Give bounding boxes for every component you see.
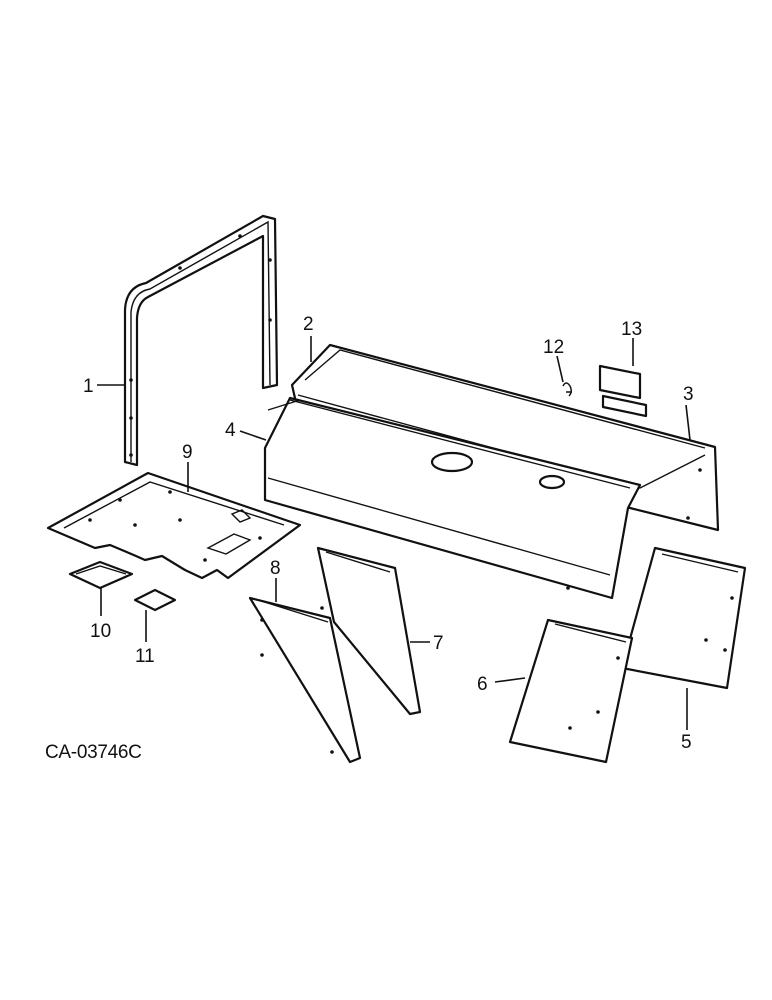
callout-3: 3: [683, 384, 694, 405]
reference-code: CA-03746C: [45, 742, 142, 763]
callout-2: 2: [303, 314, 314, 335]
part-12-clip: [562, 382, 572, 397]
callout-6: 6: [477, 674, 488, 695]
callout-8: 8: [270, 558, 281, 579]
callout-9: 9: [182, 442, 193, 463]
part-6-side-panel: [508, 618, 634, 764]
callout-10: 10: [90, 621, 111, 642]
part-7-side-panel: [316, 546, 422, 716]
part-5-side-panel: [620, 546, 747, 690]
part-13-decal: [598, 364, 648, 418]
callout-11: 11: [135, 646, 155, 667]
part-10-cover-plate: [68, 560, 134, 590]
callout-1: 1: [83, 376, 94, 397]
part-9-floor-plate: [46, 471, 302, 580]
callout-5: 5: [681, 732, 692, 753]
callout-12: 12: [543, 337, 564, 358]
leader-lines: [97, 336, 691, 730]
part-8-side-panel: [248, 596, 362, 764]
callout-labels: 1 2 3 4 5 6 7 8 9 10 11 12 13: [83, 314, 694, 753]
callout-4: 4: [225, 420, 236, 441]
callout-13: 13: [621, 319, 642, 340]
callout-7: 7: [433, 633, 444, 654]
part-4-rear-panel: [263, 396, 642, 600]
part-11-cover-plate: [133, 588, 177, 612]
part-1-frame: [123, 214, 279, 467]
